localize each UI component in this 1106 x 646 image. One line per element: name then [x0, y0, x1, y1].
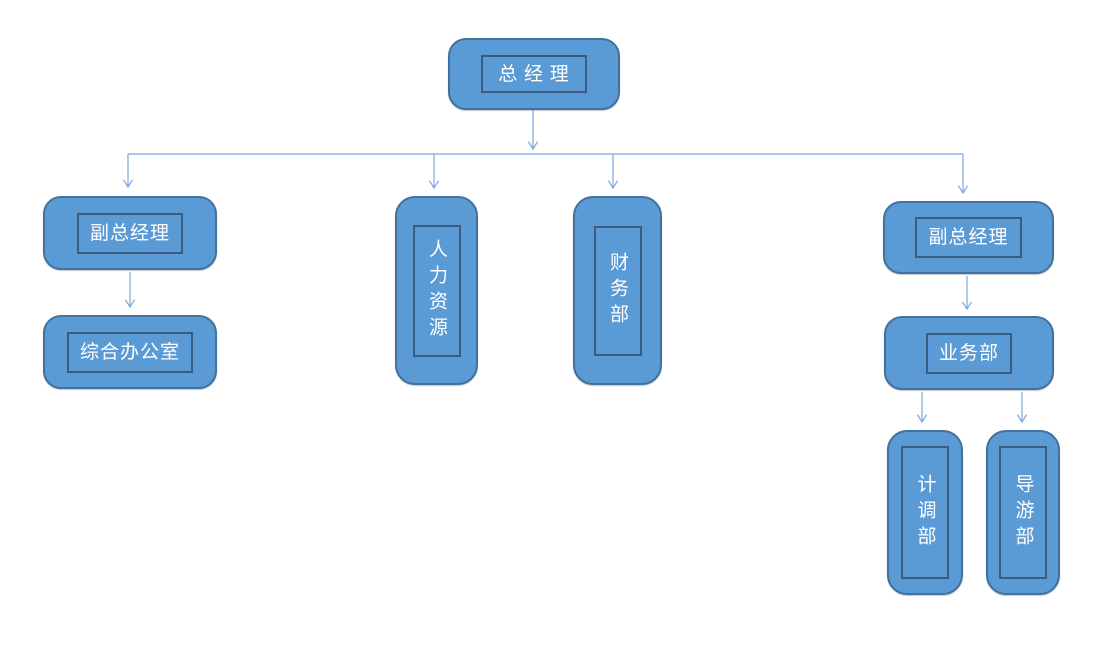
org-node-planning-dept: 计调部 [887, 430, 963, 595]
node-label-business-dept: 业务部 [925, 332, 1012, 374]
org-node-deputy-gm-right: 副总经理 [883, 201, 1054, 274]
node-label-deputy-gm-left: 副总经理 [76, 212, 183, 254]
node-label-tour-guide-dept: 导游部 [999, 446, 1047, 579]
org-node-business-dept: 业务部 [884, 316, 1054, 390]
org-node-deputy-gm-left: 副总经理 [43, 196, 217, 270]
org-node-general-office: 综合办公室 [43, 315, 217, 389]
node-label-general-office: 综合办公室 [66, 331, 193, 373]
node-label-planning-dept: 计调部 [901, 446, 949, 579]
node-label-deputy-gm-right: 副总经理 [915, 217, 1022, 258]
org-node-general-manager: 总 经 理 [448, 38, 620, 110]
org-node-tour-guide-dept: 导游部 [986, 430, 1060, 595]
org-node-human-resources: 人力资源 [395, 196, 478, 385]
node-label-human-resources: 人力资源 [412, 224, 461, 357]
node-label-finance-dept: 财务部 [593, 225, 642, 356]
node-label-general-manager: 总 经 理 [481, 55, 587, 93]
org-node-finance-dept: 财务部 [573, 196, 662, 385]
